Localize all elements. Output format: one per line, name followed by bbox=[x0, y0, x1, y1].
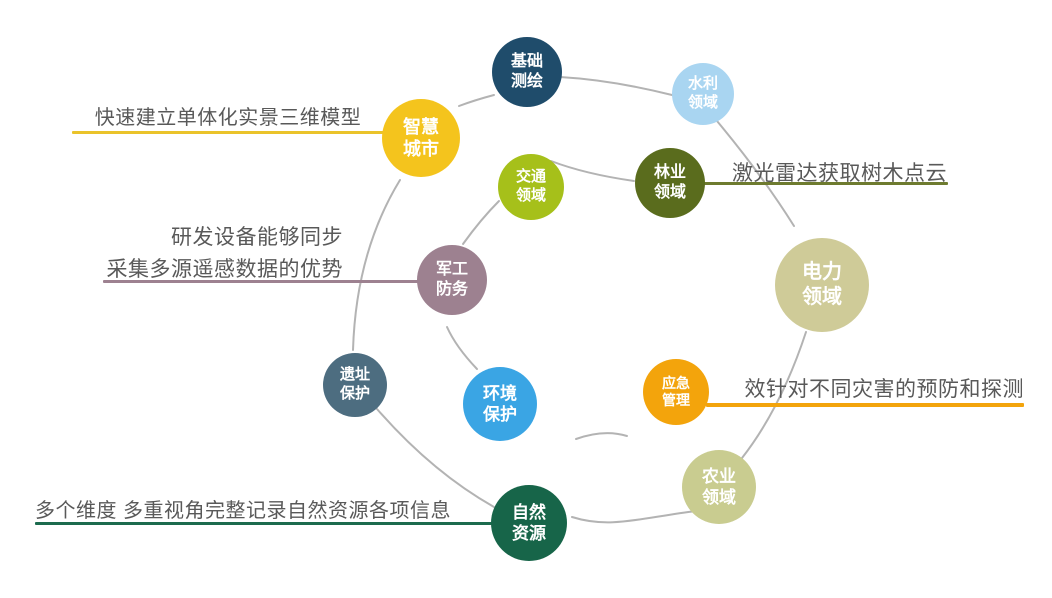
smart-city-note: 快速建立单体化实景三维模型 bbox=[94, 107, 362, 129]
arc-smartcity-basic bbox=[458, 94, 495, 107]
smart-city-note-underline bbox=[72, 131, 384, 134]
arc-agriculture-natural bbox=[571, 510, 697, 524]
arc-military-environ bbox=[446, 326, 478, 370]
bubble-environmental-protection: 环境 保护 bbox=[463, 367, 537, 441]
arc-smartcity-heritage bbox=[352, 179, 401, 351]
arc-basic-water bbox=[559, 76, 673, 96]
bubble-natural-resources: 自然 资源 bbox=[491, 485, 567, 561]
forestry-note: 激光雷达获取树木点云 bbox=[732, 162, 947, 185]
forestry-note-underline bbox=[702, 182, 948, 185]
bubble-transportation: 交通 领域 bbox=[498, 154, 564, 220]
bubble-military-defense: 军工 防务 bbox=[417, 245, 487, 315]
arc-water-power bbox=[716, 120, 795, 227]
arc-heritage-natural bbox=[376, 408, 495, 508]
natural-resources-note: 多个维度 多重视角完整记录自然资源各项信息 bbox=[35, 500, 452, 522]
arc-power-agriculture bbox=[741, 331, 807, 459]
bubble-forestry: 林业 领域 bbox=[635, 148, 705, 218]
emergency-note-underline bbox=[706, 403, 1024, 407]
arc-transport-forestry bbox=[550, 160, 635, 182]
bubble-basic-surveying: 基础 测绘 bbox=[492, 37, 562, 107]
military-note-line1: 研发设备能够同步 bbox=[171, 226, 343, 249]
arc-environ-agriculture bbox=[575, 432, 628, 440]
bubble-electric-power: 电力 领域 bbox=[775, 238, 869, 332]
bubble-agriculture: 农业 领域 bbox=[682, 450, 756, 524]
bubble-heritage-protection: 遗址 保护 bbox=[323, 353, 387, 417]
military-note: 研发设备能够同步 采集多源遥感数据的优势 bbox=[100, 222, 343, 286]
bubble-water-conservancy: 水利 领域 bbox=[672, 63, 734, 125]
arc-transport-military bbox=[462, 200, 500, 245]
emergency-note: 效针对不同灾害的预防和探测 bbox=[744, 378, 1024, 401]
bubble-smart-city: 智慧 城市 bbox=[382, 99, 460, 177]
natural-resources-note-underline bbox=[35, 522, 492, 525]
military-note-underline bbox=[103, 280, 419, 283]
bubble-emergency-management: 应急 管理 bbox=[643, 359, 709, 425]
military-note-line2: 采集多源遥感数据的优势 bbox=[106, 258, 343, 281]
